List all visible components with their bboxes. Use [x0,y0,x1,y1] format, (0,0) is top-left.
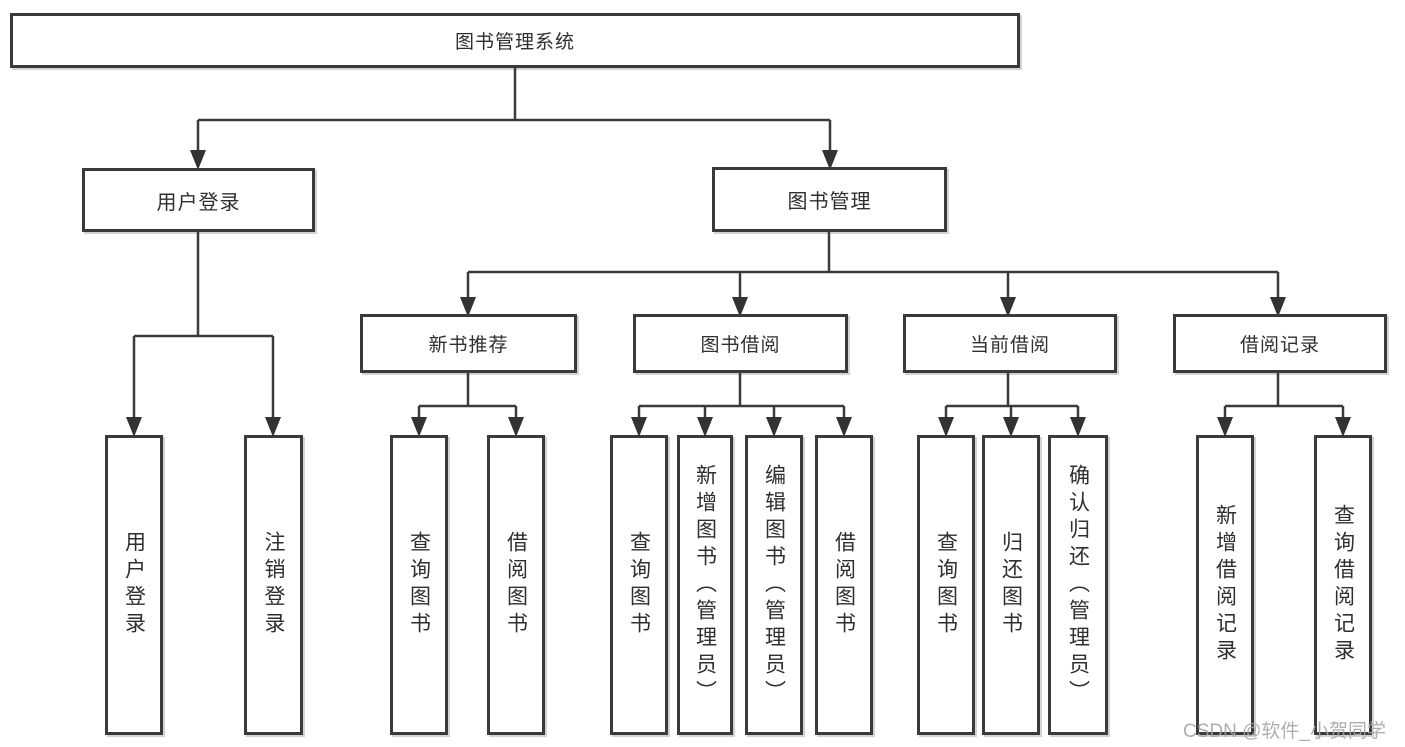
leaf-logout-login: 注销登录 [244,435,303,735]
leaf-new-borrow-record: 新增借阅记录 [1196,435,1254,735]
node-current-borrowing-label: 当前借阅 [969,335,1050,356]
node-library-system-label: 图书管理系统 [454,32,575,53]
leaf-query-borrow-record: 查询借阅记录 [1314,435,1372,735]
leaf-query-books-borrowing: 查询图书 [610,435,668,735]
leaf-confirm-return-admin: 确认归还（管理员） [1048,435,1108,735]
node-borrowing-records-label: 借阅记录 [1239,335,1320,356]
leaf-borrow-books-recommend: 借阅图书 [487,435,545,735]
node-user-login: 用户登录 [82,168,315,232]
node-book-management-label: 图书管理 [787,191,872,213]
node-new-book-recommend-label: 新书推荐 [428,335,509,356]
leaf-edit-book-admin: 编辑图书（管理员） [745,435,803,735]
leaf-borrow-books-borrowing: 借阅图书 [815,435,873,735]
node-library-system: 图书管理系统 [10,13,1020,68]
leaf-query-books-recommend: 查询图书 [390,435,448,735]
leaf-query-books-current: 查询图书 [917,435,975,735]
node-current-borrowing: 当前借阅 [903,314,1117,373]
leaf-return-books: 归还图书 [982,435,1040,735]
node-book-borrowing: 图书借阅 [633,314,848,373]
node-new-book-recommend: 新书推荐 [360,314,577,373]
leaf-add-book-admin: 新增图书（管理员） [677,435,733,735]
node-book-borrowing-label: 图书借阅 [700,335,781,356]
node-book-management: 图书管理 [712,167,947,232]
node-user-login-label: 用户登录 [156,191,241,214]
node-borrowing-records: 借阅记录 [1173,314,1387,373]
leaf-user-login: 用户登录 [105,435,163,735]
csdn-watermark: CSDN @软件_小贺同学 [1183,721,1386,742]
